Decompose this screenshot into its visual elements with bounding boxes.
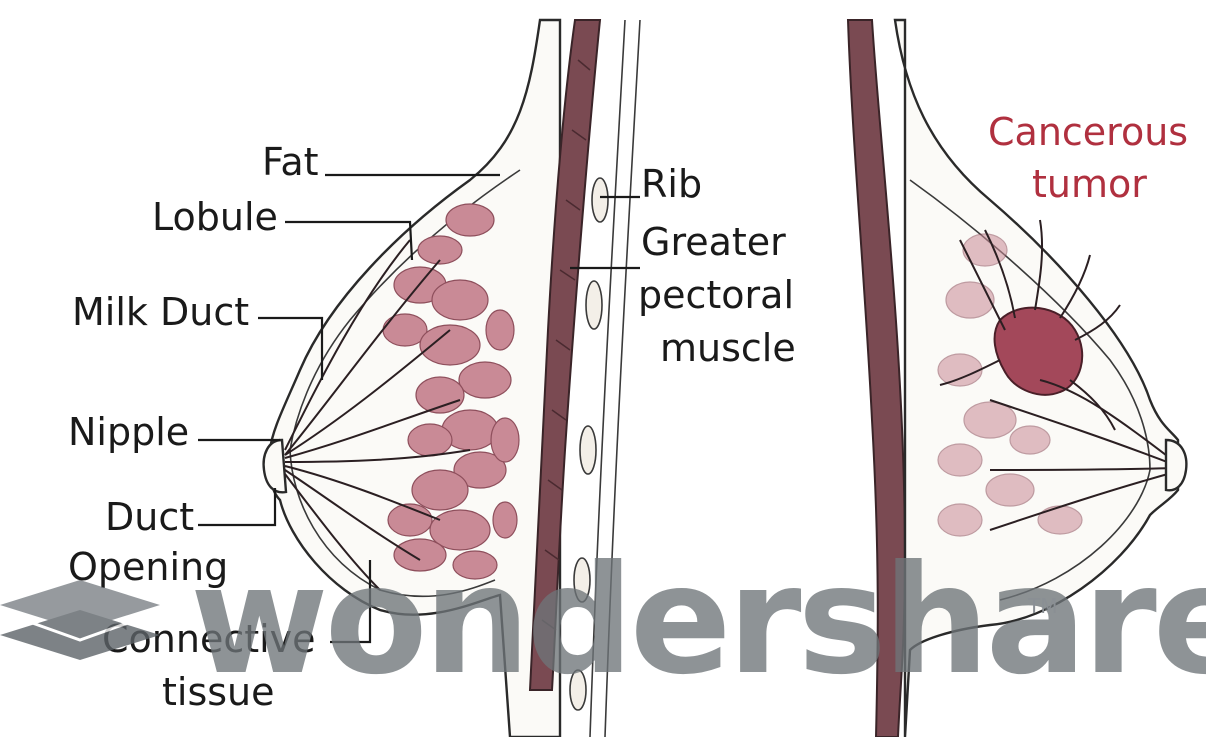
label-tumor-line2: tumor	[1032, 162, 1147, 206]
label-lobule: Lobule	[152, 195, 278, 239]
label-tumor-line1: Cancerous	[988, 110, 1188, 154]
normal-nipple	[264, 440, 286, 492]
label-muscle-line2: pectoral	[638, 273, 794, 317]
tumor-side-nipple	[1166, 440, 1186, 490]
label-milk-duct: Milk Duct	[72, 290, 249, 334]
label-muscle-line1: Greater	[641, 220, 786, 264]
label-rib: Rib	[641, 162, 702, 206]
label-duct-opening-line1: Duct	[105, 495, 194, 539]
label-muscle-line3: muscle	[660, 326, 796, 370]
label-nipple: Nipple	[68, 410, 189, 454]
watermark-trademark: TM	[1027, 594, 1057, 618]
watermark-text: wondershare	[190, 534, 1206, 708]
label-fat: Fat	[262, 140, 319, 184]
